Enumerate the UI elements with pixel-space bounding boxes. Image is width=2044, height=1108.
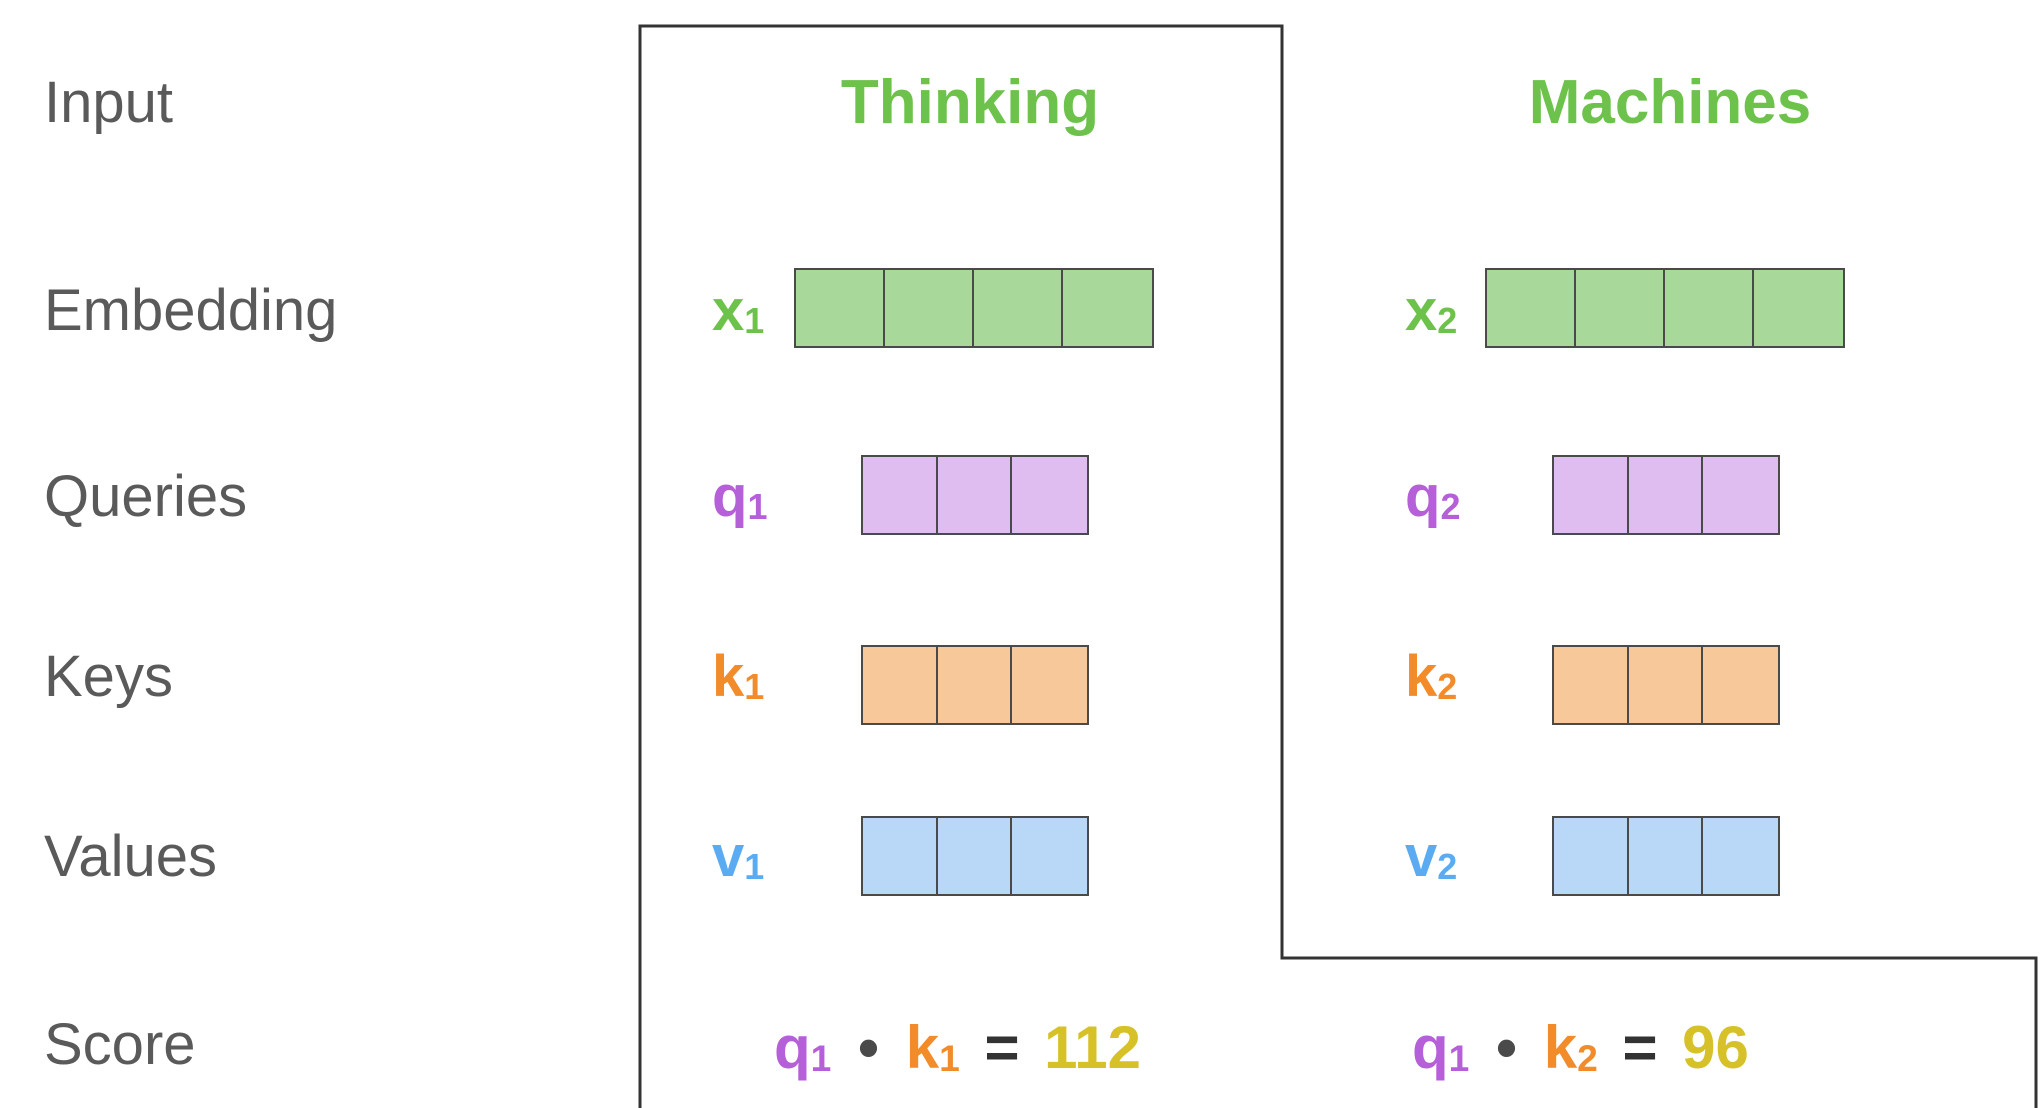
vector-cell [1012, 457, 1087, 533]
dot-operator-1: • [858, 1014, 880, 1081]
vector-cell [1554, 818, 1629, 894]
score-expression-2: q1 • k2 = 96 [1412, 1018, 1749, 1078]
key-symbol-1: k1 [712, 644, 765, 709]
vector-cell [1703, 457, 1778, 533]
score-query-1: q1 [774, 1014, 832, 1081]
score-value-1: 112 [1044, 1014, 1141, 1081]
vector-cell [1703, 818, 1778, 894]
vector-cell [796, 270, 885, 346]
query-vector-1 [861, 455, 1089, 535]
vector-cell [1554, 457, 1629, 533]
row-label-score: Score [44, 1012, 196, 1077]
vector-cell [1012, 647, 1087, 723]
vector-cell [1487, 270, 1576, 346]
equals-sign-1: = [984, 1014, 1020, 1081]
key-vector-1 [861, 645, 1089, 725]
dot-operator-2: • [1496, 1014, 1518, 1081]
vector-cell [1703, 647, 1778, 723]
vector-cell [863, 647, 938, 723]
embedding-symbol-1: x1 [712, 278, 765, 343]
value-vector-2 [1552, 816, 1780, 896]
vector-cell [863, 457, 938, 533]
row-label-keys: Keys [44, 644, 173, 709]
query-symbol-2: q2 [1405, 464, 1461, 529]
word-machines: Machines [1528, 68, 1812, 137]
value-vector-1 [861, 816, 1089, 896]
row-label-values: Values [44, 824, 218, 889]
vector-cell [1665, 270, 1754, 346]
embedding-symbol-2: x2 [1405, 278, 1458, 343]
embedding-vector-2 [1485, 268, 1845, 348]
query-symbol-1: q1 [712, 464, 768, 529]
score-query-2: q1 [1412, 1014, 1470, 1081]
key-symbol-2: k2 [1405, 644, 1458, 709]
vector-cell [937, 457, 1013, 533]
score-key-2: k2 [1543, 1014, 1598, 1081]
row-label-input: Input [44, 70, 173, 135]
vector-cell [937, 647, 1013, 723]
equals-sign-2: = [1622, 1014, 1658, 1081]
vector-cell [1628, 647, 1704, 723]
score-key-1: k1 [905, 1014, 960, 1081]
vector-cell [1012, 818, 1087, 894]
vector-cell [885, 270, 974, 346]
vector-cell [1063, 270, 1152, 346]
vector-cell [1754, 270, 1843, 346]
vector-cell [1576, 270, 1665, 346]
row-label-embedding: Embedding [44, 278, 338, 343]
key-vector-2 [1552, 645, 1780, 725]
vector-cell [1628, 457, 1704, 533]
vector-cell [974, 270, 1063, 346]
score-expression-1: q1 • k1 = 112 [774, 1018, 1141, 1078]
vector-cell [1628, 818, 1704, 894]
vector-cell [937, 818, 1013, 894]
row-label-queries: Queries [44, 464, 248, 529]
vector-cell [1554, 647, 1629, 723]
value-symbol-1: v1 [712, 824, 765, 889]
word-thinking: Thinking [840, 68, 1100, 137]
score-value-2: 96 [1682, 1014, 1749, 1081]
value-symbol-2: v2 [1405, 824, 1458, 889]
query-vector-2 [1552, 455, 1780, 535]
vector-cell [863, 818, 938, 894]
embedding-vector-1 [794, 268, 1154, 348]
